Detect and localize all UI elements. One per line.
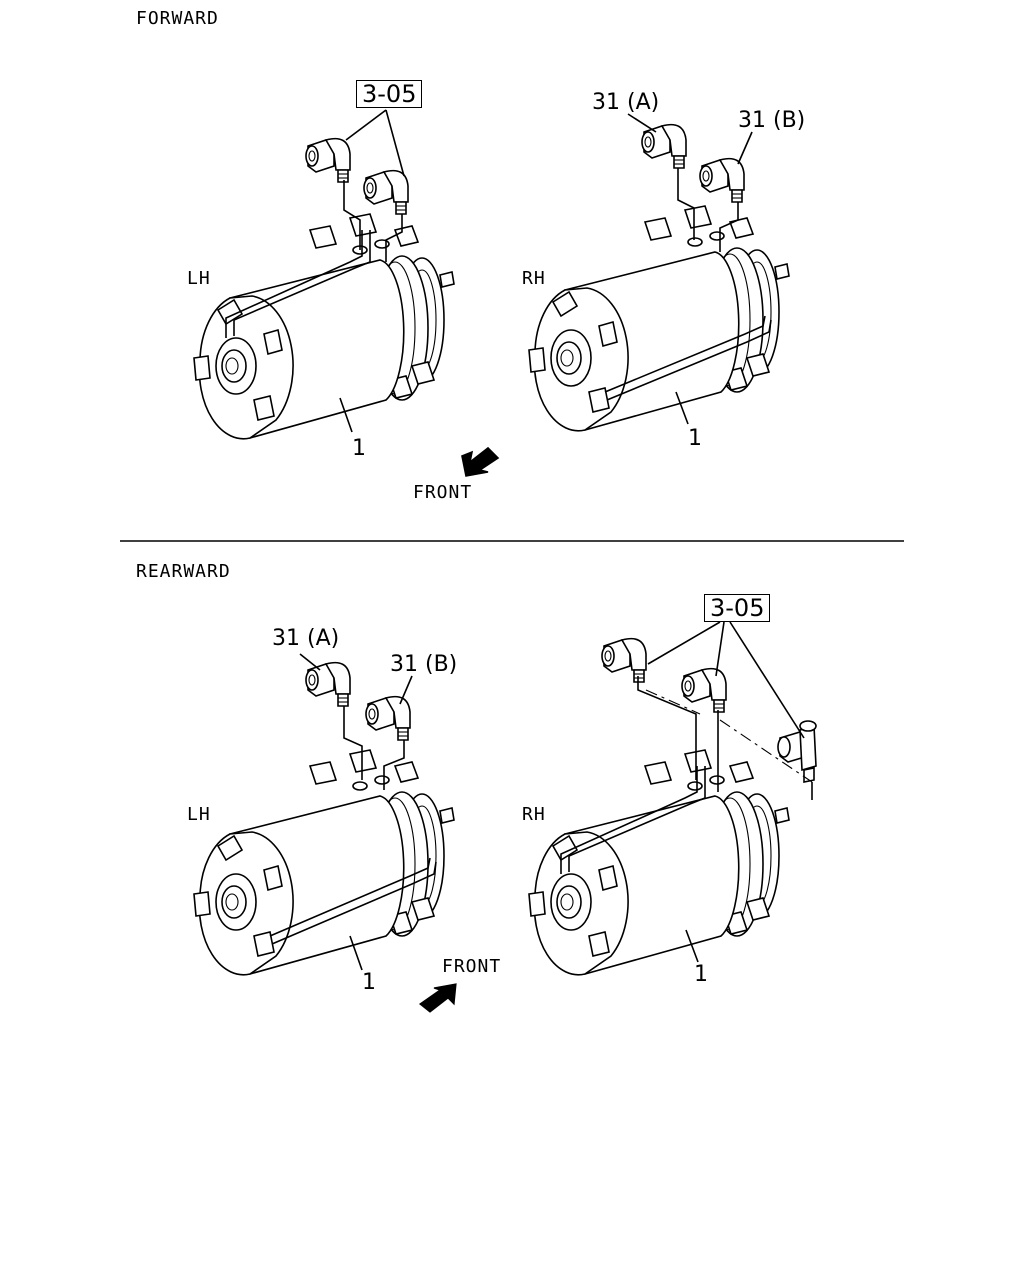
rearward-front-arrow <box>418 983 457 1013</box>
forward-lh-assembly <box>193 213 455 440</box>
forward-lh-label: LH <box>187 268 211 289</box>
forward-rh-callout-b: 31 (B) <box>738 108 806 133</box>
forward-rh-elbow-a <box>641 123 687 169</box>
forward-rh-elbow-b <box>699 157 745 203</box>
rearward-lh-elbow-a <box>305 661 351 707</box>
rearward-rh-part-number: 1 <box>694 962 708 987</box>
rearward-lh-label: LH <box>187 804 211 825</box>
forward-rh-part-number: 1 <box>688 426 702 451</box>
rearward-rh-tee <box>777 720 817 783</box>
rearward-lh-callout-a: 31 (A) <box>272 626 340 651</box>
rearward-rh-label: RH <box>522 804 546 825</box>
forward-lh-elbow-1 <box>305 137 351 183</box>
rearward-section-title: REARWARD <box>136 561 231 582</box>
rearward-rh-ref-box: 3-05 <box>704 594 771 622</box>
forward-lh-part-number: 1 <box>352 436 366 461</box>
rearward-lh-elbow-b <box>365 695 411 741</box>
rearward-lh-part-number: 1 <box>362 970 376 995</box>
forward-section-title: FORWARD <box>136 8 219 29</box>
forward-rh-callout-a: 31 (A) <box>592 90 660 115</box>
rearward-rh-elbow-1 <box>601 637 647 683</box>
rearward-lh-callout-b: 31 (B) <box>390 652 458 677</box>
forward-rh-assembly <box>528 205 790 432</box>
forward-lh-ref-box: 3-05 <box>356 80 423 108</box>
forward-front-label: FRONT <box>413 482 473 503</box>
rearward-lh-assembly <box>193 749 455 976</box>
forward-lh-elbow-2 <box>363 169 409 215</box>
rearward-front-label: FRONT <box>442 956 502 977</box>
forward-rh-label: RH <box>522 268 546 289</box>
rearward-rh-elbow-2 <box>681 667 727 713</box>
forward-front-arrow <box>461 446 500 477</box>
rearward-rh-assembly <box>528 749 790 976</box>
